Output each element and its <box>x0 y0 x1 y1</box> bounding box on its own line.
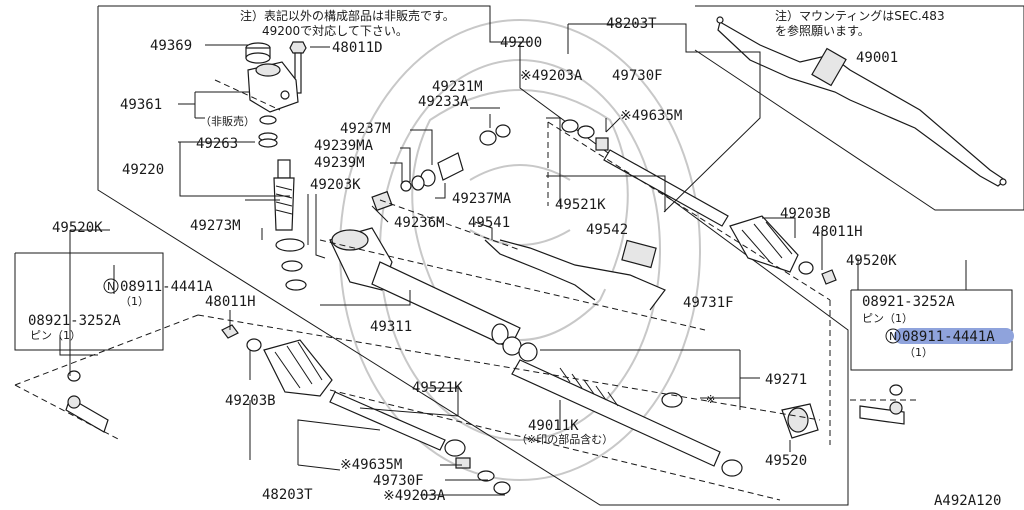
part-49271-rack <box>502 336 743 477</box>
label-qty-left: （1） <box>120 295 149 308</box>
n-mark-left: N <box>107 280 115 293</box>
part-right-boot <box>729 215 837 285</box>
label-49521K-top[interactable]: 49521K <box>555 197 606 213</box>
dashed-alignment-lines <box>14 79 920 501</box>
label-pin-left: ピン（1） <box>30 329 81 342</box>
label-49237M[interactable]: 49237M <box>340 121 391 137</box>
label-pin-right: ピン（1） <box>862 312 913 325</box>
label-49231M[interactable]: 49231M <box>432 79 483 95</box>
label-48011H-left[interactable]: 48011H <box>205 294 256 310</box>
label-48203T-top[interactable]: 48203T <box>606 16 657 32</box>
label-49263[interactable]: 49263 <box>196 136 238 152</box>
steering-gear-assembly-49001 <box>716 16 1007 187</box>
part-49369-cap <box>245 42 271 64</box>
note-top-right-1: 注）マウンティングはSEC.483 <box>775 8 945 23</box>
n-mark-right: N <box>889 330 897 343</box>
label-49203A-bottom[interactable]: ※49203A <box>383 488 446 504</box>
label-49730F-top[interactable]: 49730F <box>612 68 663 84</box>
label-49361[interactable]: 49361 <box>120 97 162 113</box>
n-circle-right <box>885 328 901 344</box>
label-hihanbai: （非販売） <box>200 115 255 128</box>
part-left-tie-rod-end <box>65 370 109 433</box>
label-48203T-bottom[interactable]: 48203T <box>262 487 313 503</box>
label-49237MA[interactable]: 49237MA <box>452 191 512 207</box>
label-asterisk: ※ <box>706 393 715 406</box>
label-49731F[interactable]: 49731F <box>683 295 734 311</box>
part-49220-pinion-shaft <box>273 159 305 252</box>
label-49203B-bottom[interactable]: 49203B <box>225 393 276 409</box>
part-49361-housing <box>247 61 299 113</box>
part-49263-seals <box>258 115 278 148</box>
label-49233A[interactable]: 49233A <box>418 94 469 110</box>
label-49311[interactable]: 49311 <box>370 319 412 335</box>
label-49011K-note: （※印の部品含む） <box>516 432 613 446</box>
label-49239MA[interactable]: 49239MA <box>314 138 374 154</box>
label-49542[interactable]: 49542 <box>586 222 628 238</box>
label-49239M[interactable]: 49239M <box>314 155 365 171</box>
label-08911-right[interactable]: 08911-4441A <box>902 329 995 345</box>
label-49730F-bottom[interactable]: 49730F <box>373 473 424 489</box>
label-49271[interactable]: 49271 <box>765 372 807 388</box>
label-49220[interactable]: 49220 <box>122 162 164 178</box>
label-08921-right[interactable]: 08921-3252A <box>862 294 955 310</box>
label-08911-left[interactable]: 08911-4441A <box>120 279 213 295</box>
n-circle-left <box>103 278 119 294</box>
part-49520-bushing <box>781 403 819 439</box>
label-49273M[interactable]: 49273M <box>190 218 241 234</box>
main-frame <box>97 5 849 506</box>
label-qty-right: （1） <box>904 346 933 359</box>
note-top-right-2: を参照願います。 <box>775 23 870 38</box>
label-49200[interactable]: 49200 <box>500 35 542 51</box>
diagram-id: A492A120 <box>934 493 1001 509</box>
part-right-tie-rod-end <box>859 384 905 425</box>
note-top-left-2: 49200で対応して下さい。 <box>262 24 408 38</box>
label-49203K[interactable]: 49203K <box>310 177 361 193</box>
part-left-inner-tie-rod <box>329 391 511 495</box>
label-49203A-top[interactable]: ※49203A <box>520 68 583 84</box>
label-48011H-right[interactable]: 48011H <box>812 224 863 240</box>
label-49369[interactable]: 49369 <box>150 38 192 54</box>
label-49001[interactable]: 49001 <box>856 50 898 66</box>
label-49520[interactable]: 49520 <box>765 453 807 469</box>
leader-lines <box>59 23 967 496</box>
note-top-left-1: 注）表記以外の構成部品は非販売です。 <box>240 8 455 23</box>
part-48011D-bolt <box>289 41 307 94</box>
part-49273M-seals <box>281 260 307 291</box>
part-left-boot <box>221 324 333 397</box>
label-49520K-left[interactable]: 49520K <box>52 220 103 236</box>
label-49203B-top[interactable]: 49203B <box>780 206 831 222</box>
left-detail-frame <box>14 252 164 351</box>
label-49635M-top[interactable]: ※49635M <box>620 108 682 124</box>
label-48011D[interactable]: 48011D <box>332 40 383 56</box>
part-right-inner-tie-rod <box>561 119 729 227</box>
label-49541[interactable]: 49541 <box>468 215 510 231</box>
label-49521K-bottom[interactable]: 49521K <box>412 380 463 396</box>
top-right-frame <box>694 5 1024 211</box>
label-49011K[interactable]: 49011K <box>528 418 579 434</box>
label-49520K-right[interactable]: 49520K <box>846 253 897 269</box>
label-49635M-bottom[interactable]: ※49635M <box>340 457 402 473</box>
label-08921-left[interactable]: 08921-3252A <box>28 313 121 329</box>
part-49231M-cap <box>479 124 511 146</box>
part-49311-gear-housing <box>329 227 521 349</box>
part-49237M-spring <box>400 152 464 192</box>
highlight-08911-right <box>894 328 1014 344</box>
label-49236M[interactable]: 49236M <box>394 215 445 231</box>
right-detail-frame <box>850 289 1013 371</box>
part-49541-49542-pipes <box>484 239 666 311</box>
